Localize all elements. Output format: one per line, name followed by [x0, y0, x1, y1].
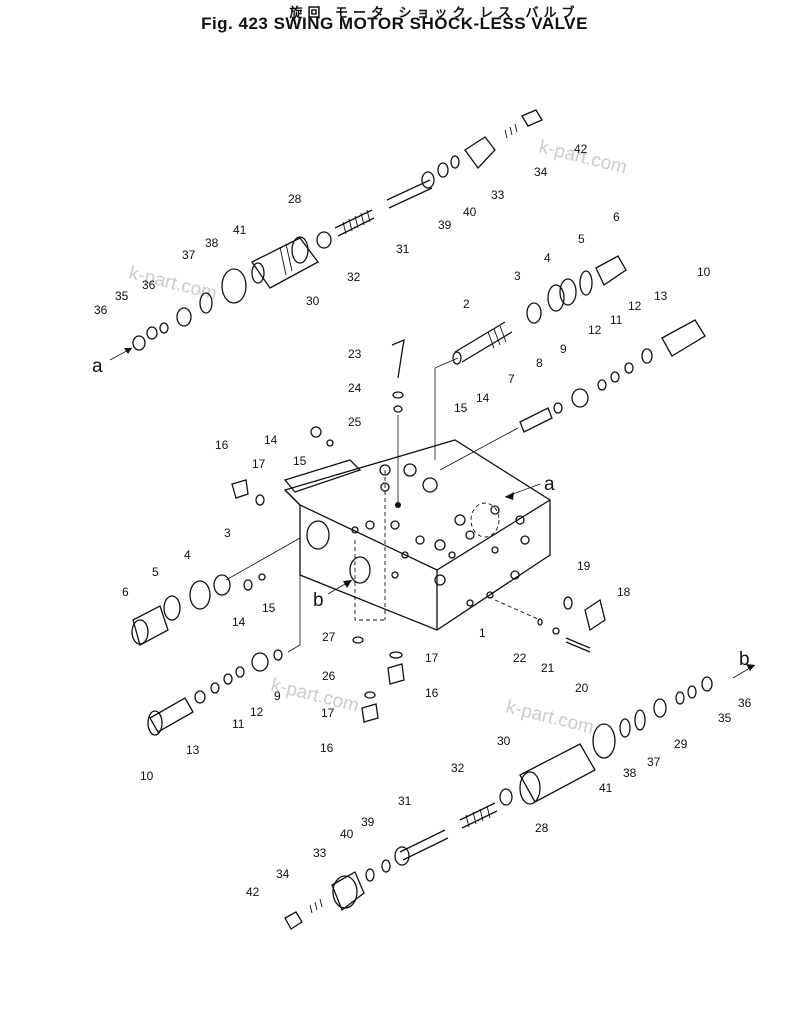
callout-29: 29 [674, 737, 688, 751]
callout-32: 32 [347, 270, 361, 284]
port-arrows [327, 483, 541, 595]
callout-37: 37 [182, 248, 196, 262]
watermark-group: k-part.com k-part.com k-part.com k-part.… [127, 136, 629, 738]
callout-16: 16 [215, 438, 229, 452]
callout-2: 2 [463, 297, 470, 311]
callout-14: 14 [264, 433, 278, 447]
callout-35: 35 [115, 289, 129, 303]
callout-36: 36 [142, 278, 156, 292]
callout-4: 4 [184, 548, 191, 562]
callout-19: 19 [577, 559, 591, 573]
callout-31: 31 [398, 794, 412, 808]
callout-10: 10 [697, 265, 711, 279]
callout-41: 41 [599, 781, 613, 795]
valve-body [283, 439, 551, 631]
callout-34: 34 [534, 165, 548, 179]
watermark-middle: k-part.com [269, 674, 361, 716]
callout-38: 38 [205, 236, 219, 250]
callout-13: 13 [186, 743, 200, 757]
callout-10: 10 [140, 769, 154, 783]
callout-39: 39 [438, 218, 452, 232]
callout-4: 4 [544, 251, 551, 265]
callout-20: 20 [575, 681, 589, 695]
callout-15: 15 [293, 454, 307, 468]
callout-5: 5 [152, 565, 159, 579]
callout-9: 9 [274, 689, 281, 703]
callout-17: 17 [252, 457, 266, 471]
lower-pieces [284, 596, 756, 930]
callout-15: 15 [454, 401, 468, 415]
callout-40: 40 [340, 827, 354, 841]
callout-42: 42 [246, 885, 260, 899]
callout-6: 6 [613, 210, 620, 224]
callout-25: 25 [348, 415, 362, 429]
callout-14: 14 [476, 391, 490, 405]
callout-7: 7 [508, 372, 515, 386]
callout-41: 41 [233, 223, 247, 237]
watermark-left: k-part.com [127, 262, 219, 304]
callout-16: 16 [425, 686, 439, 700]
callout-13: 13 [654, 289, 668, 303]
upper-left-relief-assembly [109, 109, 543, 361]
callout-1: 1 [479, 626, 486, 640]
callout-18: 18 [617, 585, 631, 599]
callout-5: 5 [578, 232, 585, 246]
port-label-b: b [739, 649, 750, 670]
callout-11: 11 [232, 717, 245, 731]
callout-42: 42 [574, 142, 588, 156]
callout-labels: 1 2 3 3 4 4 5 5 6 6 7 8 9 9 10 10 11 11 … [92, 142, 752, 899]
callout-17: 17 [321, 706, 335, 720]
port-label-b: b [313, 590, 324, 611]
callout-28: 28 [288, 192, 302, 206]
callout-11: 11 [610, 313, 623, 327]
callout-9: 9 [560, 342, 567, 356]
callout-39: 39 [361, 815, 375, 829]
callout-8: 8 [536, 356, 543, 370]
callout-30: 30 [306, 294, 320, 308]
callout-6: 6 [122, 585, 129, 599]
callout-33: 33 [313, 846, 327, 860]
callout-3: 3 [224, 526, 231, 540]
callout-28: 28 [535, 821, 549, 835]
callout-14: 14 [232, 615, 246, 629]
callout-22: 22 [513, 651, 527, 665]
upper-right-relief-assembly [391, 255, 706, 508]
callout-33: 33 [491, 188, 505, 202]
callout-38: 38 [623, 766, 637, 780]
callout-23: 23 [348, 347, 362, 361]
callout-12: 12 [250, 705, 264, 719]
watermark-right: k-part.com [504, 696, 596, 738]
callout-16: 16 [320, 741, 334, 755]
callout-12: 12 [628, 299, 642, 313]
callout-32: 32 [451, 761, 465, 775]
callout-26: 26 [322, 669, 336, 683]
callout-34: 34 [276, 867, 290, 881]
callout-40: 40 [463, 205, 477, 219]
callout-30: 30 [497, 734, 511, 748]
callout-21: 21 [541, 661, 555, 675]
callout-15: 15 [262, 601, 276, 615]
callout-37: 37 [647, 755, 661, 769]
callout-35: 35 [718, 711, 732, 725]
callout-27: 27 [322, 630, 336, 644]
callout-24: 24 [348, 381, 362, 395]
callout-36: 36 [94, 303, 108, 317]
diagram-title-japanese: 旋回 モータ ショック レス バルブ [289, 6, 580, 21]
callout-12: 12 [588, 323, 602, 337]
port-label-a: a [544, 474, 555, 495]
callout-36: 36 [738, 696, 752, 710]
callout-31: 31 [396, 242, 410, 256]
port-label-a: a [92, 356, 103, 377]
left-side-pieces [131, 426, 334, 736]
callout-17: 17 [425, 651, 439, 665]
diagram-title: Fig. 423 SWING MOTOR SHOCK-LESS VALVE [201, 14, 588, 33]
callout-3: 3 [514, 269, 521, 283]
